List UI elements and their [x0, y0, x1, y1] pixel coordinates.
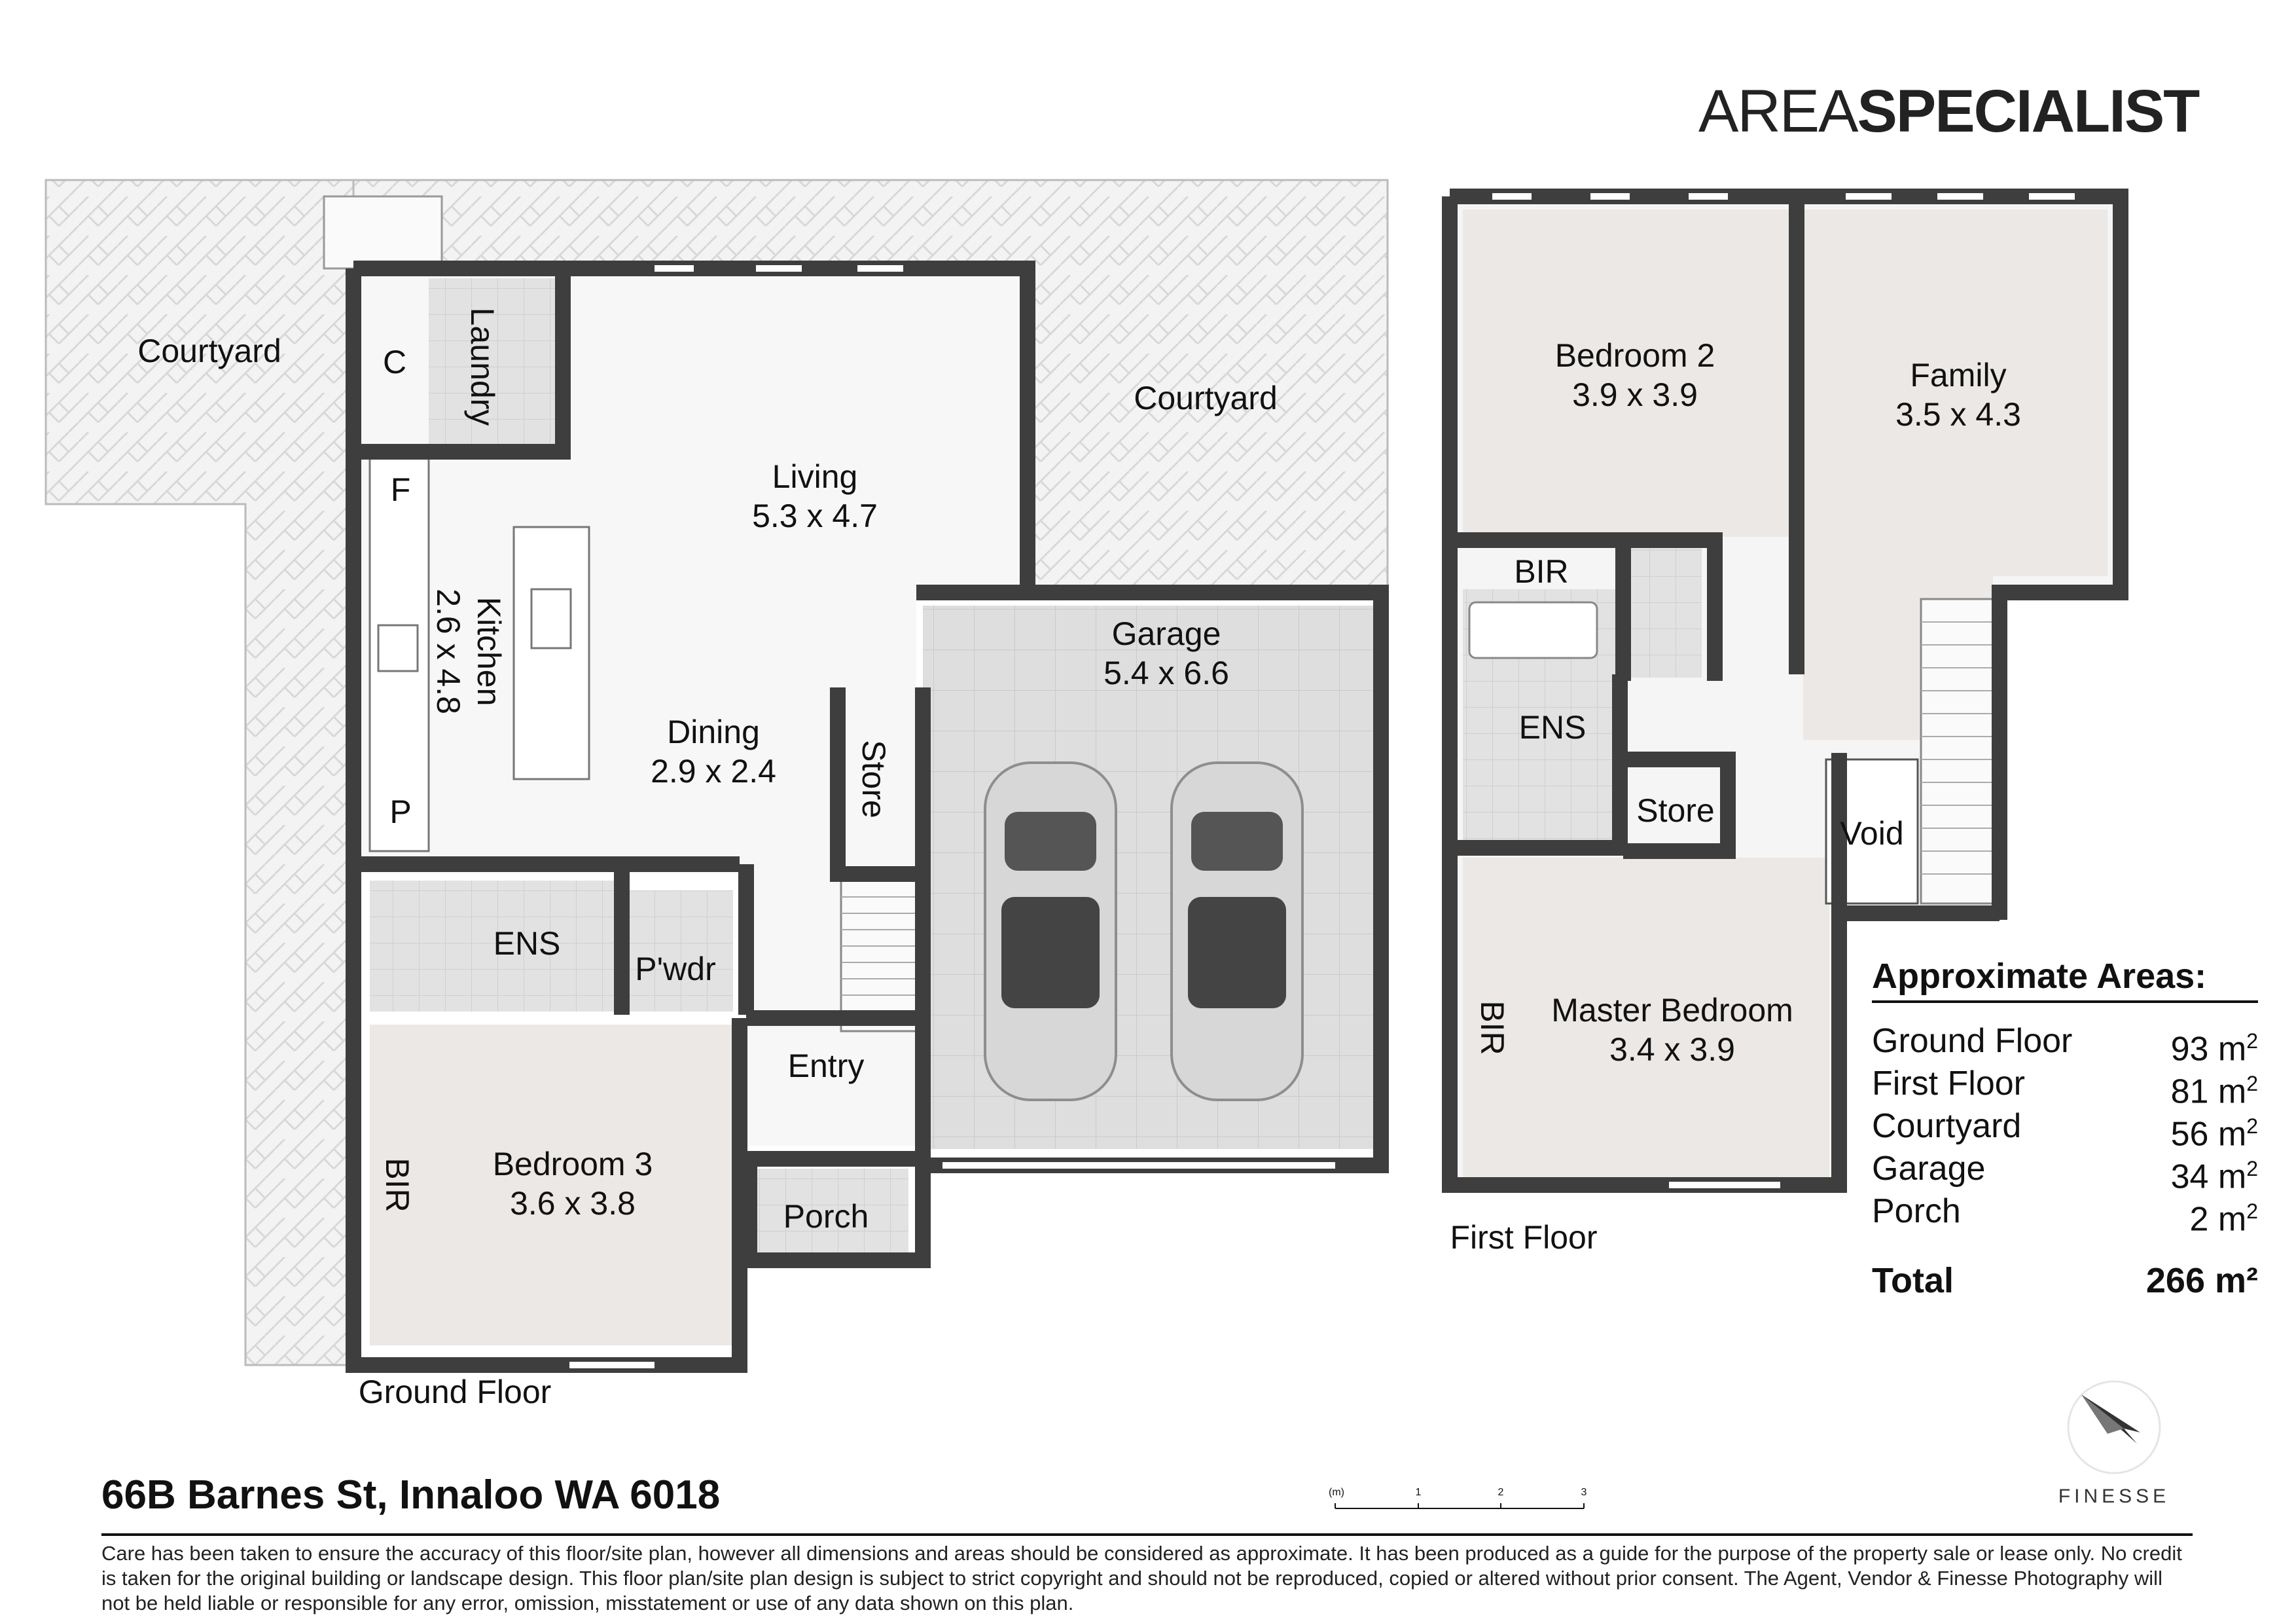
ground-stairs: [840, 879, 918, 1032]
garage-name-label: Garage: [1112, 615, 1221, 652]
c-label: C: [383, 344, 406, 380]
courtyard-right-label: Courtyard: [1134, 380, 1278, 416]
f-label: F: [391, 471, 411, 508]
kitchen-name-label: Kitchen: [471, 597, 507, 706]
bedroom3-floor: [370, 1025, 736, 1345]
scale-unit: (m): [1329, 1487, 1344, 1498]
kitchen-island: [512, 526, 590, 780]
laundry-floor: [429, 278, 569, 448]
ground-windows: [569, 265, 1335, 1368]
kitchen-bench: [368, 450, 430, 852]
ground-floor-plan: [45, 179, 1389, 1373]
p-label: P: [389, 793, 411, 830]
compass-icon: [2067, 1380, 2161, 1474]
pwdr-floor: [622, 890, 733, 1012]
ground-floor-label: Ground Floor: [359, 1374, 552, 1410]
bedroom2-floor: [1463, 210, 1797, 537]
first-floor-label: First Floor: [1450, 1219, 1598, 1256]
areas-title: Approximate Areas:: [1872, 956, 2258, 1003]
bedroom2-dim-label: 3.9 x 3.9: [1572, 376, 1698, 413]
kitchen-dim-label: 2.6 x 4.8: [430, 589, 467, 714]
store-first-label: Store: [1636, 792, 1715, 829]
disclaimer-text: Care has been taken to ensure the accura…: [101, 1542, 2182, 1614]
family-dim-label: 3.5 x 4.3: [1895, 396, 2021, 433]
bir-first-side-label: BIR: [1474, 1000, 1511, 1055]
room-labels: Courtyard Courtyard C Laundry F P Kitche…: [137, 308, 2021, 1410]
void-label: Void: [1840, 815, 1903, 852]
property-address: 66B Barnes St, Innaloo WA 6018: [101, 1472, 721, 1518]
courtyard-left-label: Courtyard: [137, 333, 281, 369]
master-name-label: Master Bedroom: [1551, 992, 1793, 1029]
first-stairs: [1920, 598, 1994, 905]
bath-icon: [1468, 601, 1598, 659]
bedroom3-dim-label: 3.6 x 3.8: [510, 1185, 636, 1222]
porch-label: Porch: [783, 1198, 869, 1235]
first-floor-plan: [1442, 189, 2128, 1193]
master-dim-label: 3.4 x 3.9: [1609, 1031, 1735, 1068]
first-walls: [1442, 189, 2128, 1193]
scale-tick-3: 3: [1581, 1487, 1587, 1498]
sink-icon: [530, 588, 572, 649]
footer-divider: [101, 1533, 2193, 1536]
area-specialist-logo: AREASPECIALIST: [1698, 78, 2200, 145]
finesse-wordmark: FINESSE: [2058, 1486, 2170, 1507]
scale-tick-1: 1: [1416, 1487, 1422, 1498]
master-floor: [1463, 858, 1829, 1178]
scale-tick-2: 2: [1498, 1487, 1504, 1498]
bedroom3-name-label: Bedroom 3: [493, 1146, 653, 1182]
pwdr-label: P'wdr: [635, 951, 715, 987]
ens-ground-label: ENS: [493, 925, 561, 962]
entry-label: Entry: [788, 1048, 865, 1084]
first-windows: [1492, 193, 2075, 1188]
scale-bar: (m) 1 2 3: [1329, 1487, 1587, 1509]
bir-ground-label: BIR: [379, 1158, 416, 1212]
living-name-label: Living: [772, 458, 858, 495]
garage-dim-label: 5.4 x 6.6: [1103, 655, 1229, 691]
family-floor: [1803, 210, 2108, 740]
family-name-label: Family: [1910, 357, 2006, 393]
living-dim-label: 5.3 x 4.7: [752, 498, 878, 534]
bir-first-top-label: BIR: [1514, 553, 1568, 590]
ens-ground-floor: [370, 881, 622, 1012]
ground-walls: [346, 261, 1389, 1373]
car-left-icon: [984, 761, 1117, 1101]
car-right-icon: [1170, 761, 1304, 1101]
laundry-label: Laundry: [464, 308, 501, 426]
steps-top: [323, 195, 443, 270]
cooktop-icon: [377, 624, 419, 672]
bedroom2-name-label: Bedroom 2: [1555, 337, 1715, 374]
dining-name-label: Dining: [667, 714, 760, 750]
store-ground-label: Store: [855, 740, 892, 818]
ens-first-label: ENS: [1519, 709, 1587, 746]
wc-first-floor: [1623, 547, 1702, 678]
porch-floor: [751, 1169, 908, 1260]
finesse-brand: FINESSE: [2042, 1375, 2186, 1508]
dining-dim-label: 2.9 x 2.4: [651, 753, 776, 790]
